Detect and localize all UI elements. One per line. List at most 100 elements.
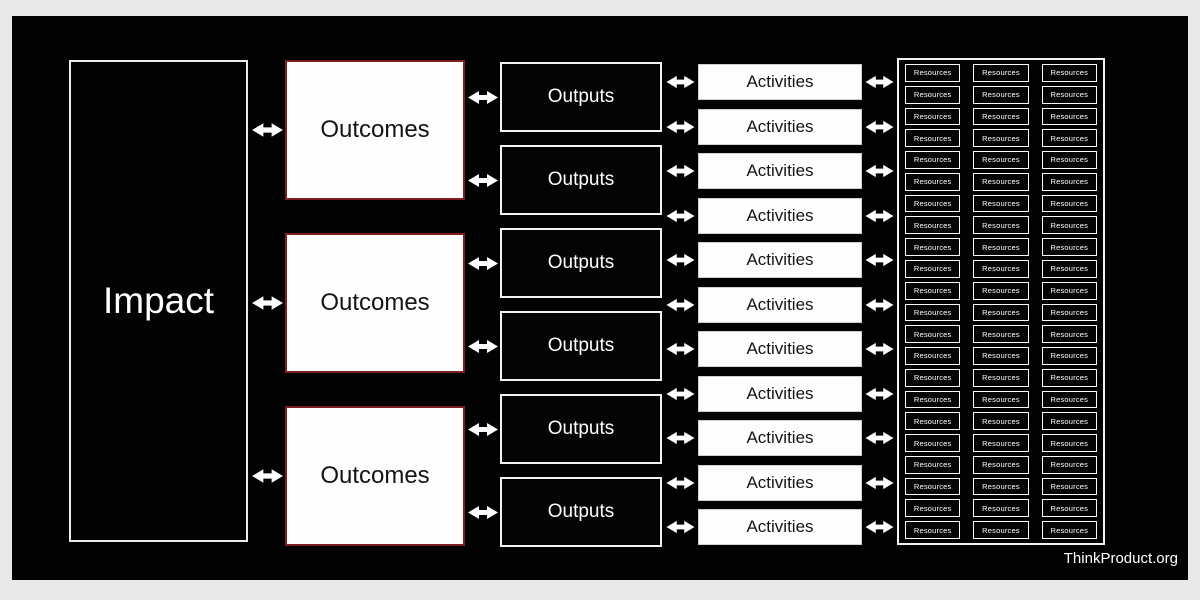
resources-box: Resources	[973, 347, 1029, 365]
resources-label: Resources	[982, 373, 1020, 383]
resources-label: Resources	[913, 394, 952, 404]
resources-box: Resources	[1041, 64, 1097, 82]
double-arrow-icon	[251, 123, 283, 137]
resources-box: Resources	[905, 107, 961, 126]
resources-label: Resources	[913, 133, 952, 143]
resources-box: Resources	[973, 107, 1029, 126]
resources-box: Resources	[905, 259, 961, 278]
resources-label: Resources	[913, 373, 952, 383]
arrow-slot	[664, 242, 697, 278]
double-arrow-icon	[467, 339, 498, 353]
resources-label: Resources	[982, 525, 1020, 535]
resources-box: Resources	[973, 477, 1029, 496]
resources-label: Resources	[982, 111, 1020, 121]
impact-outcomes-arrows	[250, 60, 284, 546]
resources-label: Resources	[982, 503, 1020, 513]
resources-box: Resources	[1041, 390, 1097, 409]
double-arrow-icon	[865, 75, 894, 89]
resources-box: Resources	[905, 172, 961, 191]
outputs-label: Outputs	[547, 418, 615, 439]
activities-resources-arrows	[863, 64, 896, 545]
arrow-slot	[466, 311, 499, 381]
outputs-activities-arrows	[664, 64, 697, 545]
resources-label: Resources	[982, 155, 1020, 165]
activities-box: Activities	[698, 153, 862, 189]
resources-label: Resources	[1050, 394, 1089, 404]
resources-label: Resources	[982, 307, 1020, 317]
double-arrow-icon	[865, 431, 894, 445]
double-arrow-icon	[467, 90, 498, 104]
resources-label: Resources	[982, 394, 1020, 404]
arrow-slot	[664, 376, 697, 412]
resources-label: Resources	[1050, 482, 1089, 492]
activities-label: Activities	[746, 339, 814, 358]
activities-label: Activities	[746, 428, 814, 447]
resources-label: Resources	[913, 416, 952, 426]
resources-label: Resources	[913, 155, 952, 165]
activities-box: Activities	[698, 420, 862, 456]
activities-label: Activities	[746, 72, 814, 91]
double-arrow-icon	[666, 342, 695, 356]
resources-box: Resources	[905, 325, 961, 344]
outputs-label: Outputs	[547, 169, 615, 190]
double-arrow-icon	[666, 520, 695, 534]
resources-box: Resources	[905, 238, 961, 256]
resources-box: Resources	[1041, 347, 1097, 365]
resources-box: Resources	[905, 477, 961, 496]
resources-label: Resources	[982, 264, 1020, 274]
outcomes-outputs-arrows	[466, 62, 499, 547]
resources-box: Resources	[1041, 477, 1097, 496]
outcomes-box: Outcomes	[285, 60, 465, 200]
double-arrow-icon	[467, 256, 498, 270]
resources-box: Resources	[973, 129, 1029, 148]
double-arrow-icon	[666, 476, 695, 489]
resources-box: Resources	[1041, 259, 1097, 278]
resources-box: Resources	[1041, 172, 1097, 191]
double-arrow-icon	[666, 431, 695, 445]
resources-box: Resources	[905, 521, 961, 539]
double-arrow-icon	[666, 387, 695, 400]
outputs-box: Outputs	[500, 62, 662, 132]
double-arrow-icon	[666, 253, 695, 267]
resources-label: Resources	[1050, 373, 1089, 383]
resources-label: Resources	[982, 460, 1020, 470]
arrow-slot	[863, 64, 896, 100]
activities-label: Activities	[746, 472, 814, 492]
outcomes-box: Outcomes	[285, 233, 465, 373]
resources-box: Resources	[905, 64, 961, 82]
resources-label: Resources	[913, 503, 952, 513]
resources-label: Resources	[1050, 264, 1089, 274]
activities-label: Activities	[746, 294, 814, 314]
resources-label: Resources	[913, 111, 952, 121]
double-arrow-icon	[251, 296, 283, 310]
resources-box: Resources	[1041, 412, 1097, 431]
resources-label: Resources	[1050, 220, 1089, 230]
resources-label: Resources	[913, 199, 952, 209]
resources-box: Resources	[905, 151, 961, 169]
resources-label: Resources	[982, 220, 1020, 230]
activities-box: Activities	[698, 375, 862, 412]
arrow-slot	[250, 406, 284, 546]
resources-label: Resources	[1050, 177, 1089, 187]
double-arrow-icon	[865, 164, 894, 178]
outputs-box: Outputs	[500, 228, 662, 298]
resources-box: Resources	[973, 64, 1029, 82]
activities-label: Activities	[746, 116, 814, 136]
arrow-slot	[863, 331, 896, 367]
resources-label: Resources	[1050, 68, 1089, 78]
arrow-slot	[664, 509, 697, 545]
double-arrow-icon	[865, 520, 894, 534]
resources-label: Resources	[1050, 199, 1089, 209]
outputs-box: Outputs	[500, 311, 662, 381]
resources-box: Resources	[905, 390, 961, 409]
resources-box: Resources	[973, 390, 1029, 409]
resources-label: Resources	[982, 90, 1020, 100]
resources-box: Resources	[1041, 238, 1097, 256]
resources-label: Resources	[1050, 351, 1089, 361]
resources-box: Resources	[905, 129, 961, 148]
resources-box: Resources	[1041, 129, 1097, 148]
resources-label: Resources	[1050, 438, 1089, 448]
resources-label: Resources	[913, 307, 952, 317]
resources-label: Resources	[913, 286, 952, 296]
activities-box: Activities	[698, 509, 862, 545]
